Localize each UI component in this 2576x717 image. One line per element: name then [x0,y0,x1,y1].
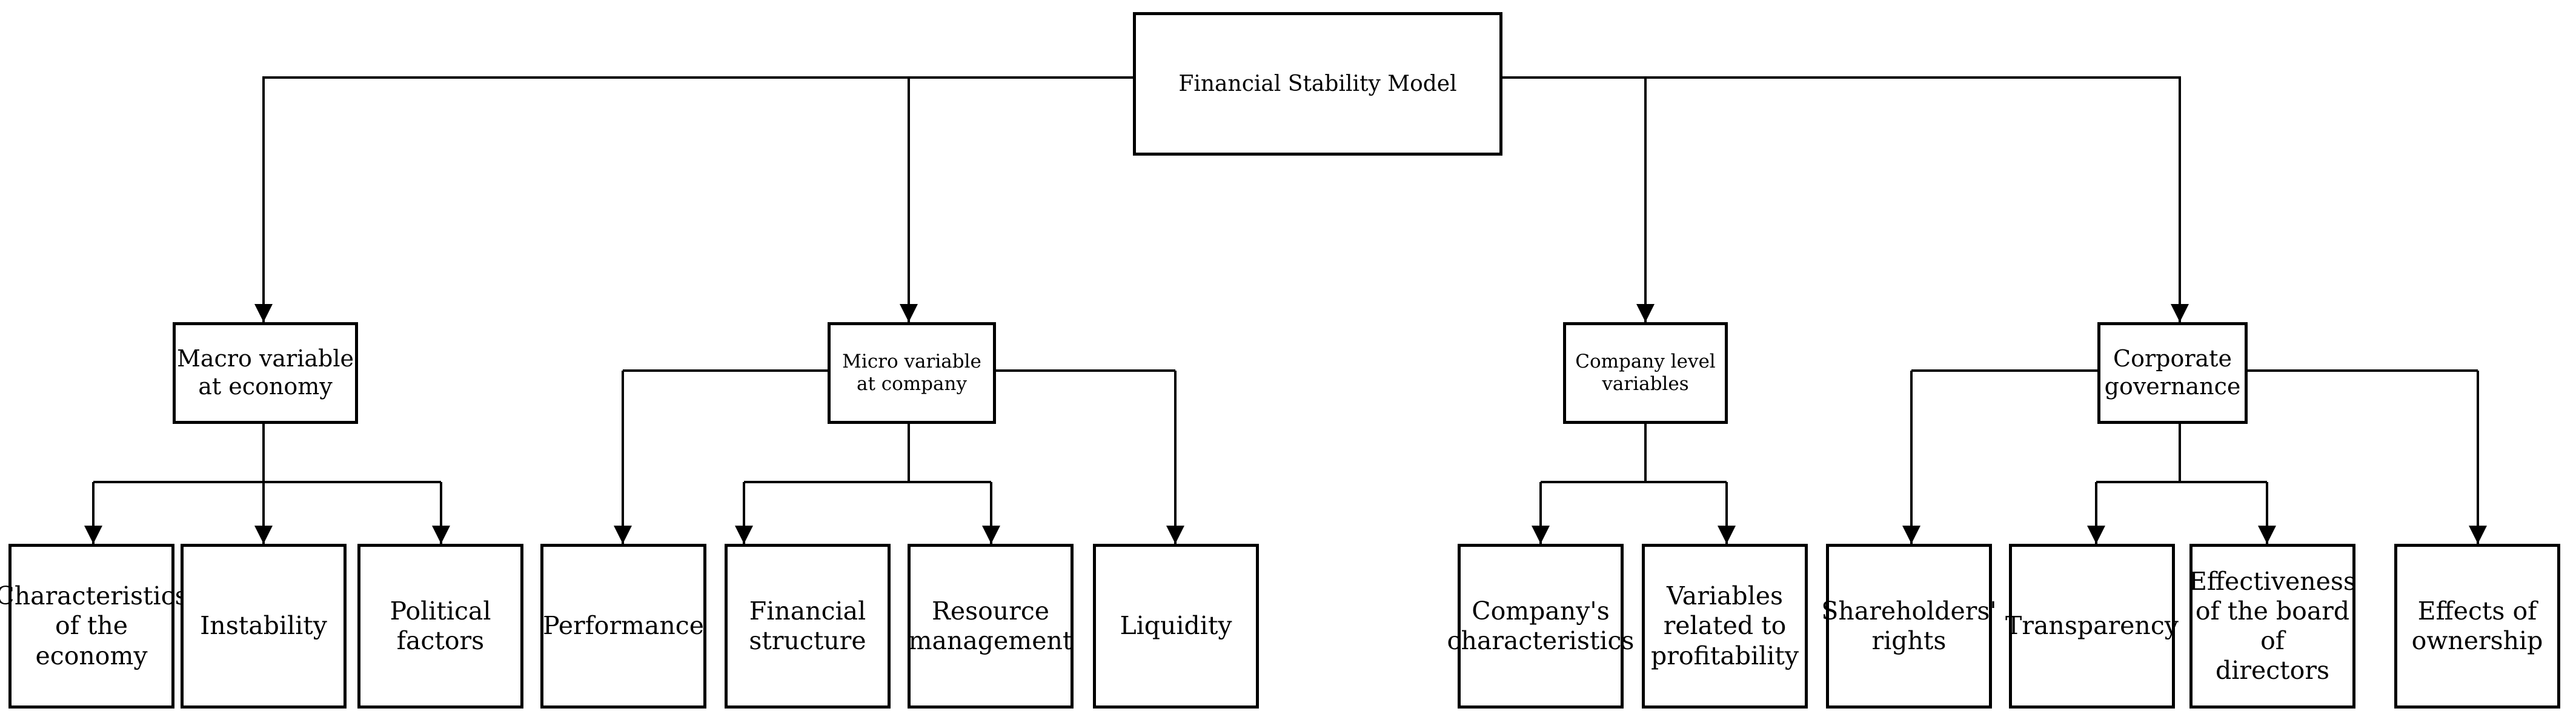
leaf-label: Transparency [2005,611,2179,641]
leaf-effects-of-ownership: Effects of ownership [2394,544,2560,709]
category-label: Company level variables [1575,350,1716,395]
micro-connector-line [623,369,1175,483]
leaf-shareholders-rights: Shareholders' rights [1821,544,1997,709]
leaf-label: Political factors [390,596,491,655]
leaf-liquidity: Liquidity [1093,544,1259,709]
leaf-political-factors: Political factors [357,544,523,709]
root-node: Financial Stability Model [1133,12,1502,156]
root-connector-line [262,76,2181,322]
leaf-label: Characteristics of the economy [0,581,188,670]
governance-connector-line [1911,369,2478,483]
leaf-label: Instability [200,611,327,641]
leaf-characteristics-of-economy: Characteristics of the economy [0,544,188,709]
company-level-connector-line [1541,424,1727,483]
leaf-transparency: Transparency [2005,544,2179,709]
leaf-label: Shareholders' rights [1821,596,1997,655]
leaf-board-effectiveness: Effectiveness of the board of directors [2188,544,2357,709]
leaf-label: Effects of ownership [2411,596,2543,655]
root-label: Financial Stability Model [1178,71,1457,96]
category-label: Corporate governance [2104,345,2241,400]
leaf-label: Liquidity [1120,611,1232,641]
leaf-label: Effectiveness of the board of directors [2188,566,2357,686]
category-micro-variable: Micro variable at company [828,322,996,424]
leaf-resource-management: Resource management [908,544,1074,709]
category-corporate-governance: Corporate governance [2097,322,2248,424]
leaf-label: Resource management [908,596,1073,655]
category-label: Macro variable at economy [176,345,354,400]
leaf-performance: Performance [540,544,706,709]
category-macro-variable: Macro variable at economy [173,322,358,424]
leaf-label: Financial structure [749,596,866,655]
leaf-label: Company's characteristics [1447,596,1635,655]
leaf-label: Variables related to profitability [1650,581,1799,670]
leaf-instability: Instability [181,544,347,709]
category-label: Micro variable at company [842,350,981,395]
macro-connector-line [93,424,441,483]
leaf-company-characteristics: Company's characteristics [1447,544,1634,709]
category-company-level: Company level variables [1563,322,1728,424]
leaf-variables-profitability: Variables related to profitability [1642,544,1808,709]
leaf-financial-structure: Financial structure [725,544,891,709]
leaf-label: Performance [542,611,705,641]
